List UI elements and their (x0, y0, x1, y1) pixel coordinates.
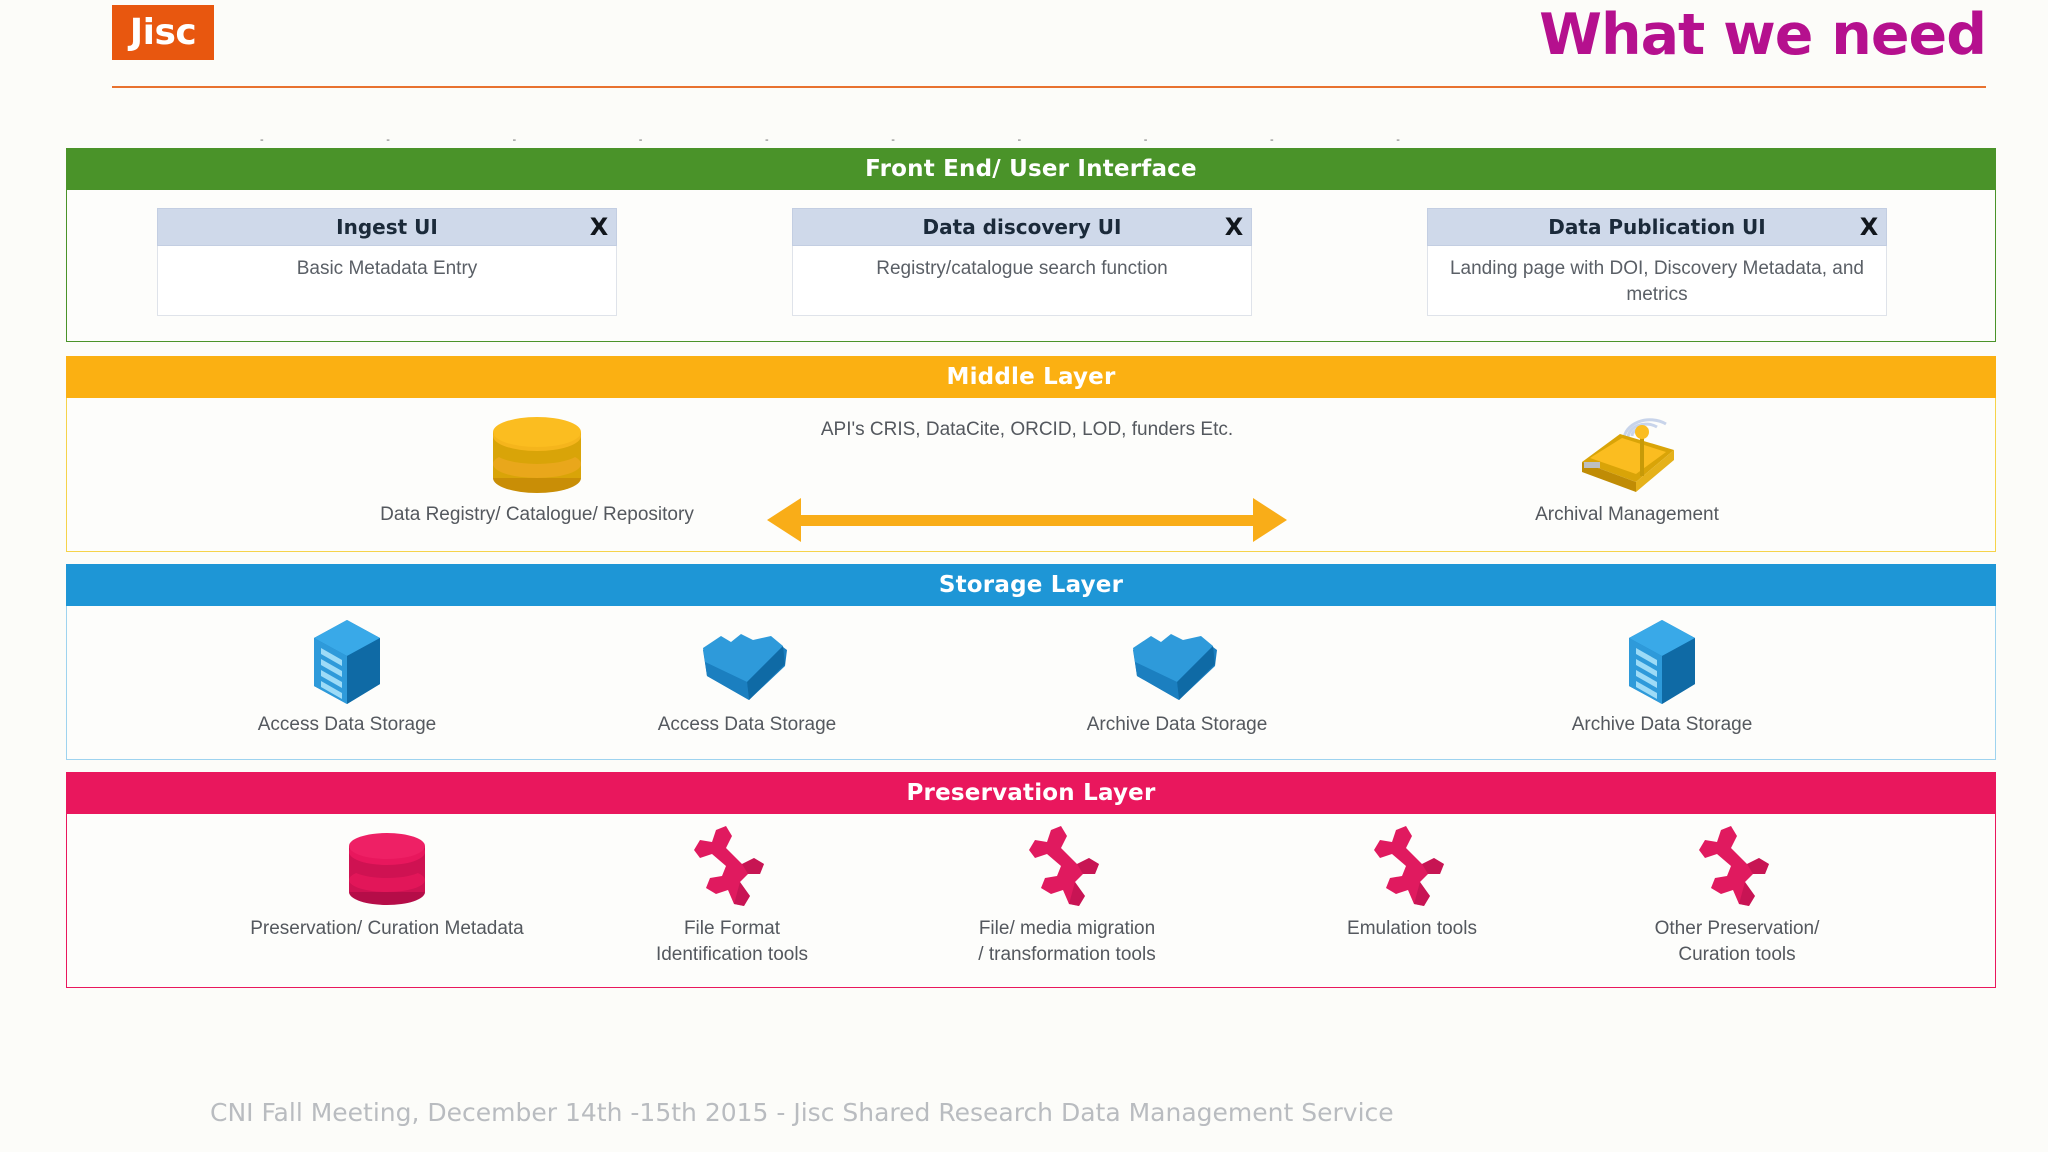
tools-wrench-icon (1257, 820, 1567, 912)
ui-card-data-discovery[interactable]: Data discovery UI X Registry/catalogue s… (792, 208, 1252, 316)
layer-storage: Storage Layer (66, 564, 1996, 760)
ghost-mark: - (512, 134, 517, 146)
item-access-data-storage-cloud: Access Data Storage (547, 616, 947, 738)
ghost-mark: - (386, 134, 390, 146)
server-rack-icon (1462, 616, 1862, 708)
ghost-mark: - (1143, 134, 1148, 146)
slide-header: Jisc What we need (0, 0, 2048, 96)
ghost-mark: - (260, 134, 264, 146)
item-archival-management: Archival Management (1407, 406, 1847, 528)
item-label: Archive Data Storage (1086, 714, 1268, 735)
item-emulation-tools: Emulation tools (1257, 820, 1567, 942)
ui-card-ingest[interactable]: Ingest UI X Basic Metadata Entry (157, 208, 617, 316)
item-file-media-migration-tools: File/ media migration / transformation t… (887, 820, 1247, 967)
item-label: Access Data Storage (257, 714, 437, 735)
layer-middle-body: Data Registry/ Catalogue/ Repository API… (66, 398, 1996, 552)
header-divider (112, 86, 1986, 88)
close-icon[interactable]: X (589, 213, 609, 241)
layer-frontend: Front End/ User Interface Ingest UI X Ba… (66, 148, 1996, 342)
api-integrations-text: API's CRIS, DataCite, ORCID, LOD, funder… (820, 419, 1234, 440)
jisc-logo-text: Jisc (129, 11, 197, 53)
ui-card-title: Ingest UI (336, 215, 438, 239)
ui-card-body: Landing page with DOI, Discovery Metadat… (1427, 246, 1887, 316)
item-preservation-curation-metadata: Preservation/ Curation Metadata (177, 820, 597, 942)
item-access-data-storage-rack: Access Data Storage (147, 616, 547, 738)
cloud-icon (977, 616, 1377, 708)
layer-storage-body: Access Data Storage Access Data Storage (66, 606, 1996, 760)
tools-wrench-icon (1557, 820, 1917, 912)
ghost-mark: - (1396, 134, 1400, 146)
layer-middle-title: Middle Layer (66, 356, 1996, 398)
item-data-registry: Data Registry/ Catalogue/ Repository (277, 406, 797, 528)
archive-broadcast-icon (1407, 406, 1847, 498)
ui-card-data-publication[interactable]: Data Publication UI X Landing page with … (1427, 208, 1887, 316)
item-label: Preservation/ Curation Metadata (250, 918, 524, 939)
page-title: What we need (1539, 2, 1987, 68)
ui-card-title: Data Publication UI (1548, 215, 1766, 239)
jisc-logo: Jisc (112, 5, 214, 60)
tools-wrench-icon (567, 820, 897, 912)
database-cylinder-icon (277, 406, 797, 498)
server-rack-icon (147, 616, 547, 708)
ghost-mark: - (891, 134, 895, 146)
item-archive-data-storage-rack: Archive Data Storage (1462, 616, 1862, 738)
ui-card-header: Data discovery UI X (792, 208, 1252, 246)
ghost-mark: - (638, 134, 643, 146)
ghost-mark: - (1270, 134, 1274, 146)
ui-card-title: Data discovery UI (922, 215, 1122, 239)
ui-card-header: Ingest UI X (157, 208, 617, 246)
layer-preservation: Preservation Layer Preservation/ Curatio… (66, 772, 1996, 988)
bidirectional-arrow-icon (767, 498, 1287, 542)
layer-middle: Middle Layer Data Registry/ Catalogue/ R… (66, 356, 1996, 552)
layer-frontend-body: Ingest UI X Basic Metadata Entry Data di… (66, 190, 1996, 342)
ui-card-body: Registry/catalogue search function (792, 246, 1252, 316)
layer-storage-title: Storage Layer (66, 564, 1996, 606)
item-label: Emulation tools (1347, 918, 1477, 939)
layer-frontend-title: Front End/ User Interface (66, 148, 1996, 190)
slide-footer: CNI Fall Meeting, December 14th -15th 20… (210, 1098, 1394, 1127)
tools-wrench-icon (887, 820, 1247, 912)
item-file-format-identification-tools: File Format Identification tools (567, 820, 897, 967)
ui-card-header: Data Publication UI X (1427, 208, 1887, 246)
item-label: Data Registry/ Catalogue/ Repository (380, 504, 694, 525)
item-label: Other Preservation/ Curation tools (1654, 918, 1820, 965)
database-cylinder-icon (177, 820, 597, 912)
item-label: File/ media migration / transformation t… (978, 918, 1156, 965)
item-label: File Format Identification tools (655, 918, 809, 965)
ghost-mark: - (1017, 134, 1022, 146)
item-label: Archive Data Storage (1571, 714, 1753, 735)
architecture-diagram: Front End/ User Interface Ingest UI X Ba… (66, 148, 1996, 1020)
cropped-text-remnants: - - - - - - - - - - (260, 128, 1400, 146)
cloud-icon (547, 616, 947, 708)
item-archive-data-storage-cloud: Archive Data Storage (977, 616, 1377, 738)
item-label: Archival Management (1535, 504, 1719, 525)
layer-preservation-body: Preservation/ Curation Metadata File For (66, 814, 1996, 988)
ghost-mark: - (765, 134, 769, 146)
item-other-preservation-curation-tools: Other Preservation/ Curation tools (1557, 820, 1917, 967)
close-icon[interactable]: X (1859, 213, 1879, 241)
ui-card-body: Basic Metadata Entry (157, 246, 617, 316)
item-label: Access Data Storage (657, 714, 837, 735)
close-icon[interactable]: X (1224, 213, 1244, 241)
layer-preservation-title: Preservation Layer (66, 772, 1996, 814)
